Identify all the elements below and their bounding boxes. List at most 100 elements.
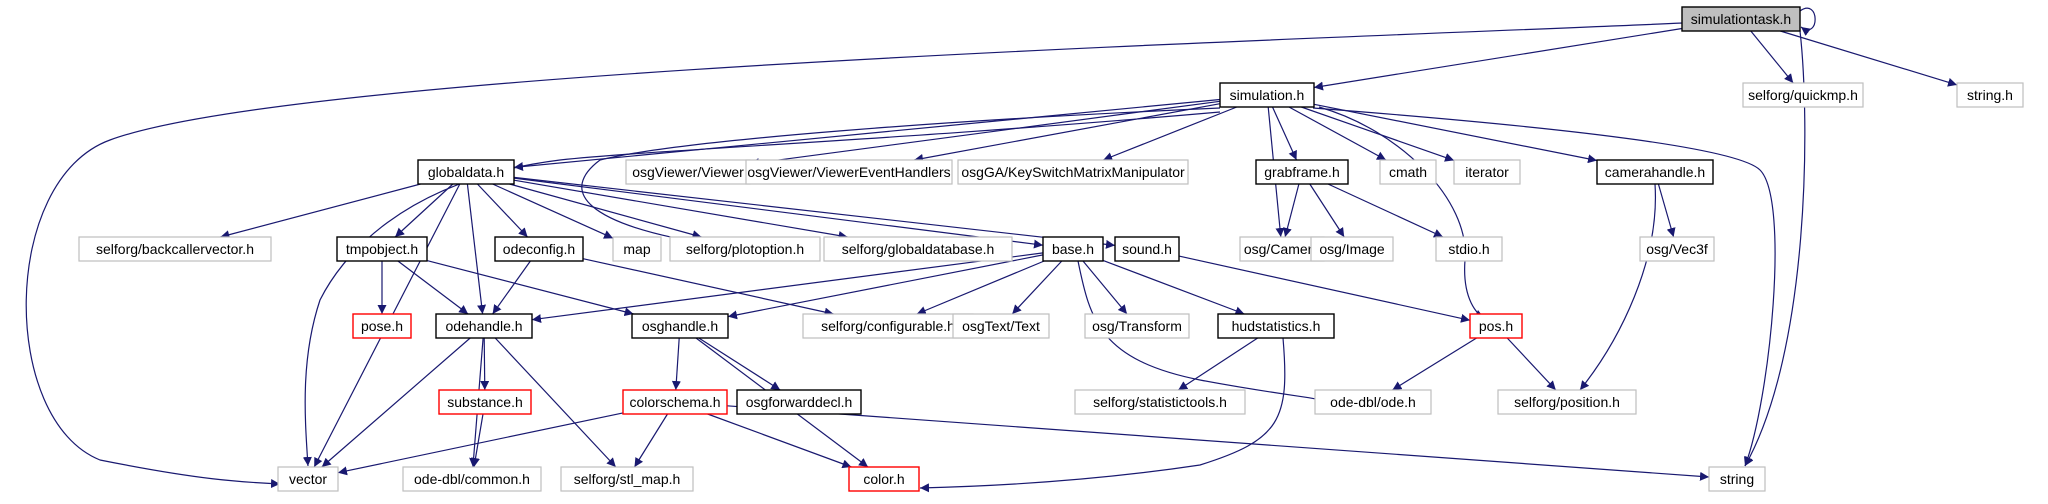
node-label: pos.h — [1479, 318, 1513, 334]
node-label: osgGA/KeySwitchMatrixManipulator — [961, 164, 1185, 180]
node-box — [402, 466, 542, 492]
node-label: simulation.h — [1230, 87, 1305, 103]
node-box — [277, 466, 339, 492]
node-box — [622, 389, 728, 415]
node-odeconfig[interactable]: odeconfig.h — [494, 236, 584, 262]
node-label: osg/Image — [1319, 241, 1385, 257]
node-label: osgforwarddecl.h — [746, 394, 853, 410]
node-backcaller: selforg/backcallervector.h — [78, 236, 272, 262]
edge-camerahandle-to-vec3f — [1657, 183, 1676, 238]
node-colorschema[interactable]: colorschema.h — [622, 389, 728, 415]
edge-odehandle-to-substance — [480, 337, 490, 391]
node-label: selforg/globaldatabase.h — [842, 241, 995, 257]
edge-colorschema-to-vector — [337, 412, 624, 476]
node-vec3f: osg/Vec3f — [1639, 236, 1715, 262]
edge-odehandle-to-vector — [321, 337, 471, 468]
node-label: globaldata.h — [428, 164, 504, 180]
node-simulation[interactable]: simulation.h — [1219, 82, 1315, 108]
node-string: string — [1708, 466, 1766, 492]
node-color[interactable]: color.h — [848, 466, 920, 492]
node-label: odeconfig.h — [503, 241, 575, 257]
node-sound[interactable]: sound.h — [1114, 236, 1180, 262]
node-label: selforg/position.h — [1514, 394, 1620, 410]
edge-simulationtask-to-quickmp — [1750, 30, 1794, 84]
edge-globaldata-to-base — [513, 177, 1044, 249]
node-box — [1956, 82, 2024, 108]
node-odedbl: ode-dbl/ode.h — [1314, 389, 1432, 415]
edge-globaldata-to-backcaller — [220, 183, 421, 240]
node-pos[interactable]: pos.h — [1469, 313, 1523, 339]
edge-simulationtask-to-vector — [25, 22, 1684, 489]
node-label: stdio.h — [1448, 241, 1489, 257]
node-viewer: osgViewer/Viewer — [625, 159, 751, 185]
node-label: selforg/plotoption.h — [686, 241, 804, 257]
node-box — [1217, 313, 1335, 339]
node-label: selforg/backcallervector.h — [96, 241, 254, 257]
node-box — [1453, 159, 1521, 185]
node-label: selforg/configurable.h — [821, 318, 955, 334]
node-label: base.h — [1052, 241, 1094, 257]
node-vector: vector — [277, 466, 339, 492]
node-camerahandle[interactable]: camerahandle.h — [1596, 159, 1714, 185]
edge-colorschema-to-stlmap — [633, 413, 669, 468]
edge-base-to-odedbl — [1077, 260, 1331, 403]
node-box — [745, 159, 953, 185]
node-label: color.h — [863, 471, 904, 487]
edge-simulationtask-to-simulation — [1313, 27, 1683, 91]
node-label: tmpobject.h — [346, 241, 418, 257]
node-osgtext: osgText/Text — [952, 313, 1050, 339]
edge-grabframe-to-stdio — [1327, 183, 1444, 238]
edge-base-to-configurable — [916, 260, 1045, 315]
node-pose[interactable]: pose.h — [352, 313, 412, 339]
node-simulationtask[interactable]: simulationtask.h — [1681, 6, 1801, 32]
edge-hudstatistics-to-statistictools — [1177, 337, 1259, 391]
edge-simulationtask-to-string — [1744, 30, 1806, 467]
node-label: iterator — [1465, 164, 1509, 180]
edge-sound-to-pos — [1178, 255, 1471, 323]
node-label: ode-dbl/common.h — [414, 471, 530, 487]
edge-simulation-to-pos — [1318, 106, 1485, 319]
node-base[interactable]: base.h — [1042, 236, 1104, 262]
node-osghandle[interactable]: osghandle.h — [631, 313, 729, 339]
edge-globaldata-to-odeconfig — [476, 183, 529, 238]
edge-globaldata-to-map — [492, 183, 614, 239]
node-label: pose.h — [361, 318, 403, 334]
node-box — [417, 159, 515, 185]
edge-tmpobject-to-osghandle — [426, 260, 634, 317]
edge-base-to-odehandle — [531, 252, 1044, 323]
edge-hudstatistics-to-color — [919, 337, 1286, 493]
node-tmpobject[interactable]: tmpobject.h — [336, 236, 428, 262]
edge-pos-to-position — [1506, 337, 1557, 391]
edge-base-to-osghandle — [727, 254, 1044, 320]
node-hudstatistics[interactable]: hudstatistics.h — [1217, 313, 1335, 339]
node-label: osg/Vec3f — [1646, 241, 1708, 257]
node-substance[interactable]: substance.h — [438, 389, 532, 415]
node-label: selforg/quickmp.h — [1748, 87, 1858, 103]
node-iterator: iterator — [1453, 159, 1521, 185]
node-odehandle[interactable]: odehandle.h — [435, 313, 533, 339]
node-globaldata[interactable]: globaldata.h — [417, 159, 515, 185]
node-box — [1639, 236, 1715, 262]
edge-globaldata-to-sound — [513, 176, 1116, 249]
node-box — [1379, 159, 1437, 185]
node-box — [625, 159, 751, 185]
node-label: string — [1720, 471, 1754, 487]
node-box — [1681, 6, 1801, 32]
node-grabframe[interactable]: grabframe.h — [1255, 159, 1349, 185]
edge-simulationtask-to-string_h — [1780, 30, 1958, 87]
edge-globaldata-to-plotoption — [509, 183, 702, 239]
node-box — [1469, 313, 1523, 339]
node-box — [1310, 236, 1394, 262]
node-osgforward[interactable]: osgforwarddecl.h — [736, 389, 862, 415]
node-box — [1708, 466, 1766, 492]
node-common: ode-dbl/common.h — [402, 466, 542, 492]
node-box — [1255, 159, 1349, 185]
node-label: osg/Transform — [1092, 318, 1182, 334]
node-box — [1435, 236, 1503, 262]
node-label: grabframe.h — [1264, 164, 1339, 180]
edge-osghandle-to-osgforward — [698, 337, 781, 391]
node-box — [802, 313, 974, 339]
edge-colorschema-to-string — [726, 405, 1710, 481]
node-label: hudstatistics.h — [1232, 318, 1321, 334]
